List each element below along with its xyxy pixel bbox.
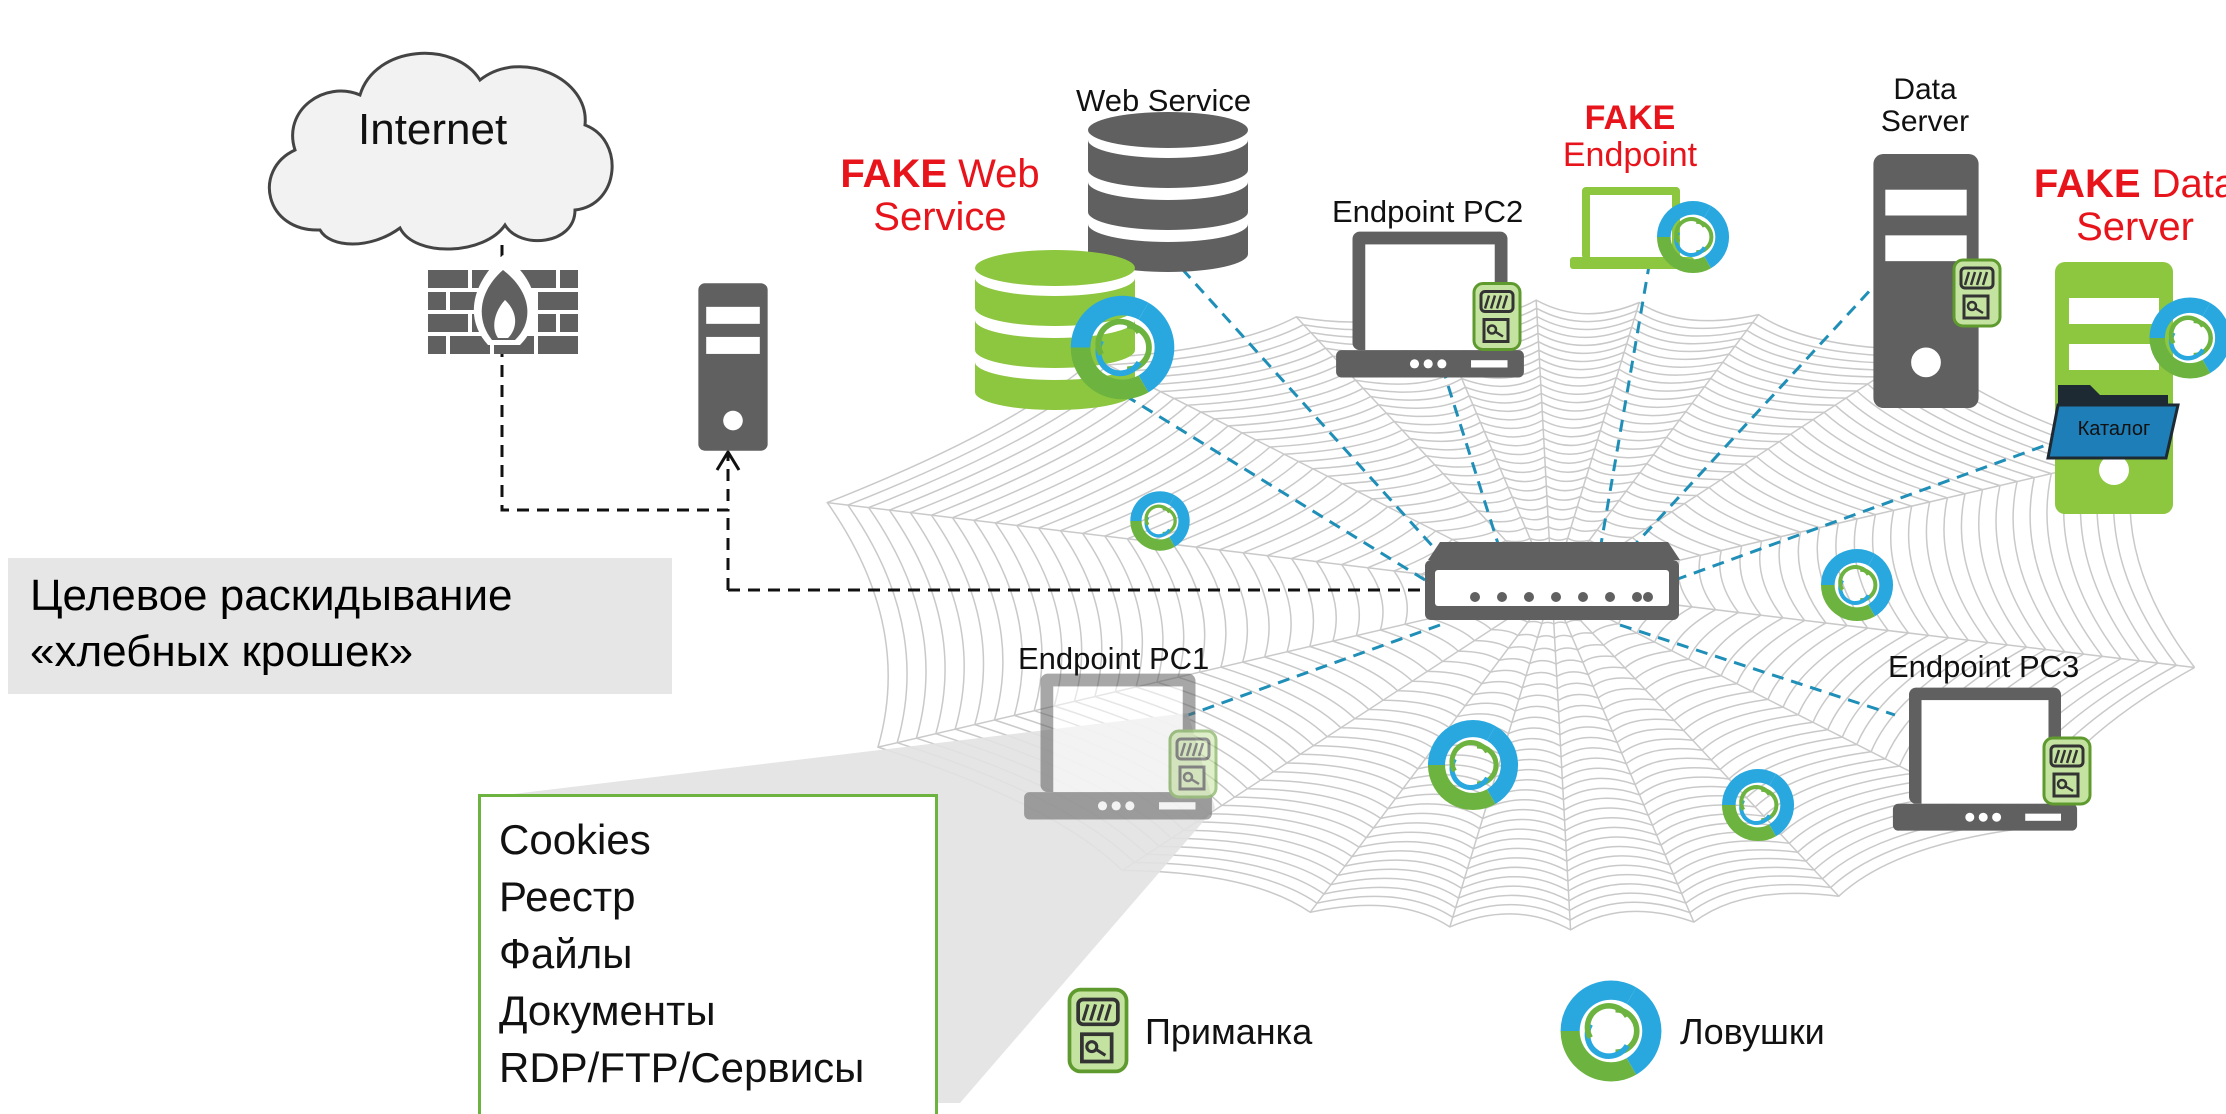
web-spiral: [1103, 410, 1950, 801]
internet-label: Internet: [358, 105, 508, 154]
fake-tag: FAKE: [840, 152, 948, 196]
data-server-label: Data Server: [1860, 73, 1990, 139]
web-spiral: [909, 332, 2122, 892]
web-spiral: [994, 366, 2047, 852]
web-spiral: [846, 307, 2177, 922]
link-fake-web-service: [1099, 378, 1426, 582]
legend-traps-label: Ловушки: [1680, 1011, 1825, 1052]
web-spiral: [1171, 437, 1889, 769]
network-switch-icon: [1425, 542, 1680, 620]
web-radial: [1535, 300, 1553, 591]
firewall-icon: [428, 255, 578, 354]
web-spiral: [1059, 392, 1989, 822]
internal-server-icon: [698, 283, 768, 451]
data-server-line2: Server: [1880, 105, 1970, 139]
internet-path: [500, 245, 1420, 592]
web-spiral: [1148, 428, 1910, 780]
data-server-line1: Data: [1893, 73, 1957, 106]
web-spiral: [826, 299, 2196, 931]
breadcrumb-list: Cookies Реестр Файлы Документы RDP/FTP/С…: [478, 794, 938, 1114]
web-spiral: [1392, 525, 1693, 665]
web-service-label: Web Service: [1076, 83, 1252, 118]
breadcrumb-item: Документы: [499, 987, 716, 1034]
link-pc2: [1438, 359, 1502, 551]
fake-endpoint-label: FAKE Endpoint: [1550, 100, 1710, 173]
web-spiral: [1420, 536, 1669, 653]
web-spiral: [1241, 465, 1827, 736]
breadcrumb-item: Cookies: [499, 816, 651, 863]
web-spiral: [951, 349, 2085, 872]
web-spiral: [1015, 375, 2028, 842]
web-radial: [1551, 589, 1695, 923]
endpoint-pc3-bait-icon: [2042, 736, 2092, 806]
web-spiral: [1266, 475, 1806, 725]
internet-cloud-icon: [267, 51, 614, 251]
trap-icon-3: [1417, 706, 1518, 823]
web-spiral: [1315, 494, 1762, 702]
link-data-server: [1628, 283, 1877, 552]
fake-tag: FAKE: [1584, 99, 1676, 137]
link-fake-data-server: [1674, 438, 2061, 582]
callout-line2: «хлебных крошек»: [30, 627, 414, 676]
web-spiral: [1081, 401, 1969, 812]
fake-data-server-line1: Data: [2151, 162, 2226, 206]
web-spiral: [1126, 419, 1930, 791]
web-spiral: [1340, 504, 1740, 690]
web-spiral: [1194, 446, 1869, 758]
fake-tag: FAKE: [2033, 162, 2141, 206]
link-pc1: [1179, 623, 1441, 720]
fake-web-service-label: FAKE Web Service: [830, 152, 1050, 240]
endpoint-pc3-label: Endpoint PC3: [1888, 649, 2080, 684]
fake-web-service-line2: Service: [873, 195, 1007, 240]
trap-icon-2: [1817, 545, 1896, 625]
catalog-label: Каталог: [2078, 418, 2151, 440]
endpoint-pc2-bait-icon: [1472, 281, 1522, 352]
web-spiral: [1218, 456, 1848, 747]
fake-data-server-line2: Server: [2076, 205, 2194, 250]
data-server-bait-icon: [1952, 258, 2002, 328]
legend-trap-icon: [1548, 965, 1662, 1096]
web-radial: [1551, 589, 1572, 930]
web-service-database-icon: [1088, 112, 1248, 272]
endpoint-pc2-label: Endpoint PC2: [1332, 194, 1524, 229]
fake-endpoint-line2: Endpoint: [1562, 135, 1698, 174]
web-radial: [1551, 589, 1840, 897]
legend-bait-label: Приманка: [1145, 1011, 1313, 1052]
endpoint-pc1-bait-icon: [1168, 729, 1218, 799]
breadcrumb-callout: Целевое раскидывание «хлебных крошек»: [8, 558, 672, 694]
web-spiral: [972, 357, 2066, 863]
web-spiral: [1290, 484, 1784, 713]
web-spiral: [888, 324, 2141, 902]
link-pc3: [1619, 623, 1896, 717]
catalog-folder-icon: [2046, 385, 2180, 460]
legend-bait-icon: [1069, 990, 1126, 1072]
fake-web-service-line1: Web: [958, 152, 1040, 196]
network-links: [1099, 248, 2061, 720]
fake-data-server-label: FAKE Data Server: [2005, 162, 2226, 250]
breadcrumb-item: Реестр: [499, 873, 636, 920]
web-spiral: [930, 340, 2103, 882]
web-spiral: [867, 315, 2159, 912]
link-web-service: [1163, 248, 1447, 562]
endpoint-pc1-label: Endpoint PC1: [1018, 641, 1210, 676]
link-fake-endpoint: [1598, 259, 1652, 551]
breadcrumb-item: RDP/FTP/Сервисы: [499, 1044, 865, 1091]
callout-line1: Целевое раскидывание: [30, 571, 513, 620]
web-spiral: [1037, 383, 2008, 832]
breadcrumb-item: Файлы: [499, 930, 633, 977]
arrow-head-icon: [715, 449, 741, 471]
